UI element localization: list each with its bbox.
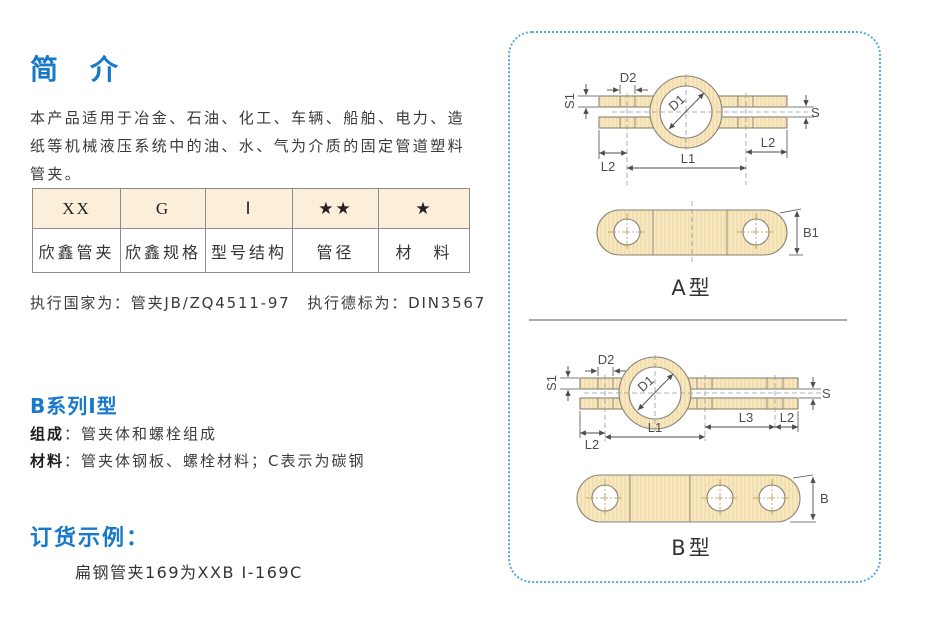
dim-ext-s1	[560, 377, 579, 390]
material-text: ：管夹体钢板、螺栓材料；C表示为碳钢	[64, 452, 366, 470]
dim-label-l2-right: L2	[761, 135, 775, 150]
code-cell-star: ★	[378, 188, 470, 229]
dim-label-l2-right: L2	[780, 410, 794, 425]
type-b-label: B型	[671, 536, 712, 560]
meaning-cell-diameter: 管径	[292, 228, 379, 273]
dim-label-l3: L3	[739, 410, 753, 425]
model-code-header-row: XX G Ⅰ ★★ ★	[32, 188, 470, 229]
material-line: 材料：管夹体钢板、螺栓材料；C表示为碳钢	[30, 450, 366, 471]
code-cell-xx: XX	[32, 188, 121, 229]
hole-crosshairs	[608, 213, 775, 251]
dim-label-l2-left: L2	[601, 159, 615, 174]
dim-label-d2: D2	[598, 352, 615, 367]
dim-ext-b	[790, 474, 816, 523]
dim-ext-s	[799, 388, 821, 399]
composition-text: ：管夹体和螺栓组成	[64, 425, 218, 443]
meaning-cell-material: 材 料	[378, 228, 470, 273]
segment-lines	[629, 475, 691, 522]
segment-lines	[652, 210, 728, 255]
order-example-title: 订货示例：	[30, 526, 151, 551]
meaning-cell-structure: 型号结构	[205, 228, 293, 273]
type-a-profile-view: D1 D2 S1 S L2 L1 L2	[562, 70, 820, 185]
code-cell-g: G	[120, 188, 206, 229]
hole-crosshairs	[586, 479, 791, 517]
page-title: 简 介	[30, 53, 121, 86]
bolt-section-lines	[619, 96, 754, 128]
dim-label-b: B	[820, 491, 829, 506]
type-b-side-view: B	[576, 474, 829, 523]
dim-ext-s	[788, 106, 814, 118]
order-example-text: 扁钢管夹169为XXB Ⅰ-169C	[75, 563, 303, 582]
material-label: 材料	[30, 452, 65, 470]
dim-label-s: S	[811, 105, 820, 120]
dim-ext-s1	[578, 95, 598, 108]
dim-line-d1	[637, 373, 674, 411]
bolt-section-lines	[597, 378, 784, 409]
composition-label: 组成	[30, 425, 65, 443]
dim-line-d1	[668, 92, 705, 130]
type-a-label: A型	[671, 276, 712, 300]
meaning-cell-brand: 欣鑫管夹	[32, 228, 121, 273]
composition-line: 组成：管夹体和螺栓组成	[30, 423, 217, 444]
intro-paragraph: 本产品适用于冶金、石油、化工、车辆、船舶、电力、造纸等机械液压系统中的油、水、气…	[30, 109, 466, 183]
construction-lines	[584, 355, 826, 441]
type-b-profile-view: D1 D2 S1 S L2 L1 L3	[544, 352, 831, 452]
dim-label-b1: B1	[803, 225, 819, 240]
model-code-table: XX G Ⅰ ★★ ★ 欣鑫管夹 欣鑫规格 型号结构 管径 材 料	[32, 188, 470, 273]
code-cell-stars: ★★	[292, 188, 379, 229]
dim-ext-d2	[597, 367, 614, 376]
dim-label-s: S	[822, 386, 831, 401]
dim-label-d2: D2	[620, 70, 637, 85]
dim-label-l1: L1	[648, 420, 662, 435]
type-a-side-view: B1	[596, 201, 819, 264]
meaning-cell-spec: 欣鑫规格	[120, 228, 206, 273]
clamp-b-side-body	[576, 474, 801, 523]
dim-label-l1: L1	[681, 151, 695, 166]
model-code-meaning-row: 欣鑫管夹 欣鑫规格 型号结构 管径 材 料	[32, 228, 470, 273]
dim-label-l2-left: L2	[585, 437, 599, 452]
standards-note: 执行国家为：管夹JB/ZQ4511-97 执行德标为：DIN3567	[30, 294, 487, 312]
dim-ext-b1	[779, 208, 803, 256]
dim-label-s1: S1	[562, 93, 577, 109]
dim-ext-d2	[619, 85, 636, 94]
clamp-diagrams: D1 D2 S1 S L2 L1 L2	[529, 70, 847, 560]
series-title: B系列Ⅰ型	[30, 394, 118, 418]
dim-label-s1: S1	[544, 375, 559, 391]
code-cell-i: Ⅰ	[205, 188, 293, 229]
